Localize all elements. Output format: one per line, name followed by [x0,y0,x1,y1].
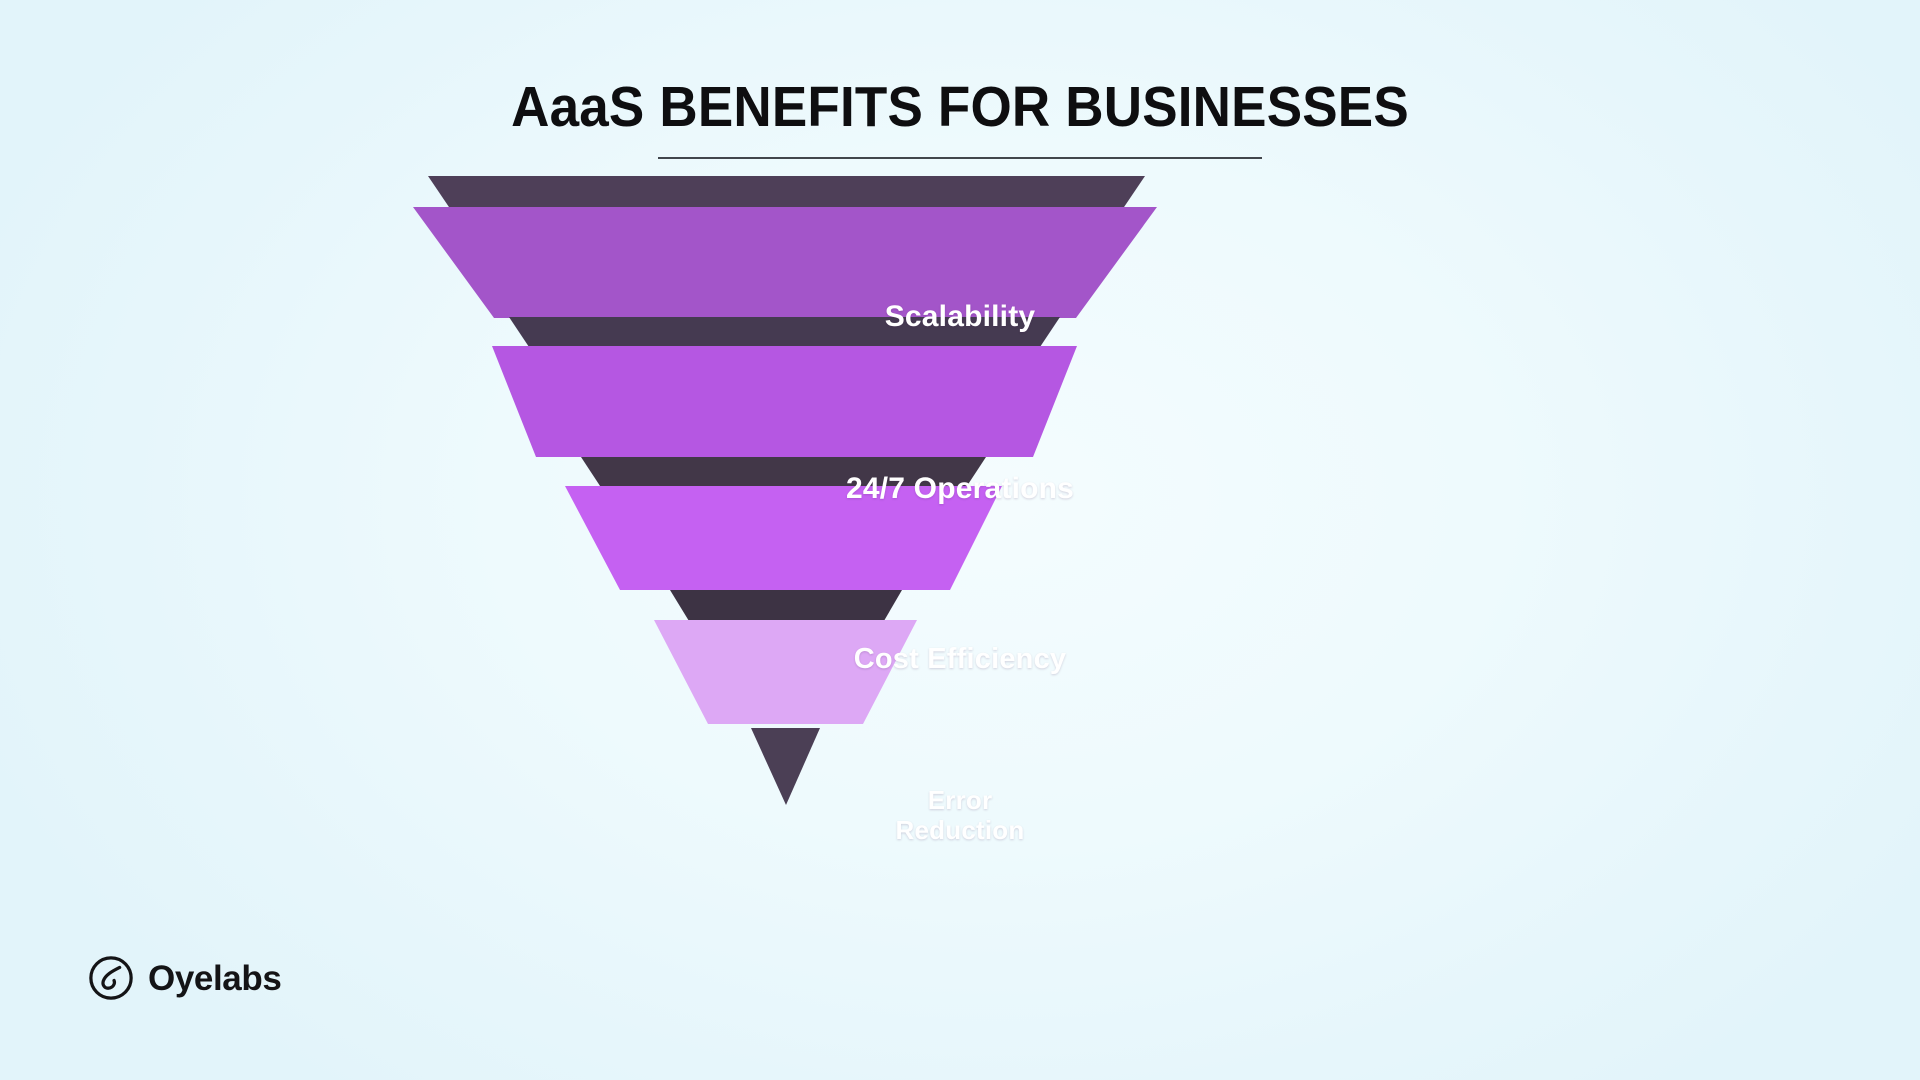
page-title-block: AaaS BENEFITS FOR BUSINESSES [0,75,1920,139]
funnel-stage-1-shadow [428,176,1145,213]
funnel-stage-3-label: Cost Efficiency [853,643,1067,675]
funnel-stage-4-shadow [670,590,902,626]
funnel-stage-2-body [492,346,1077,457]
brand-logo: Oyelabs [88,955,282,1001]
funnel-stage-4-label: Error Reduction [895,785,1025,846]
page-title: AaaS BENEFITS FOR BUSINESSES [511,75,1409,139]
funnel-stage-2-label: 24/7 Operations [845,472,1075,505]
brand-name: Oyelabs [148,958,282,998]
oyelabs-spiral-icon [89,956,133,1000]
funnel-stage-1-label: Scalability [884,300,1036,333]
title-divider [658,157,1262,159]
